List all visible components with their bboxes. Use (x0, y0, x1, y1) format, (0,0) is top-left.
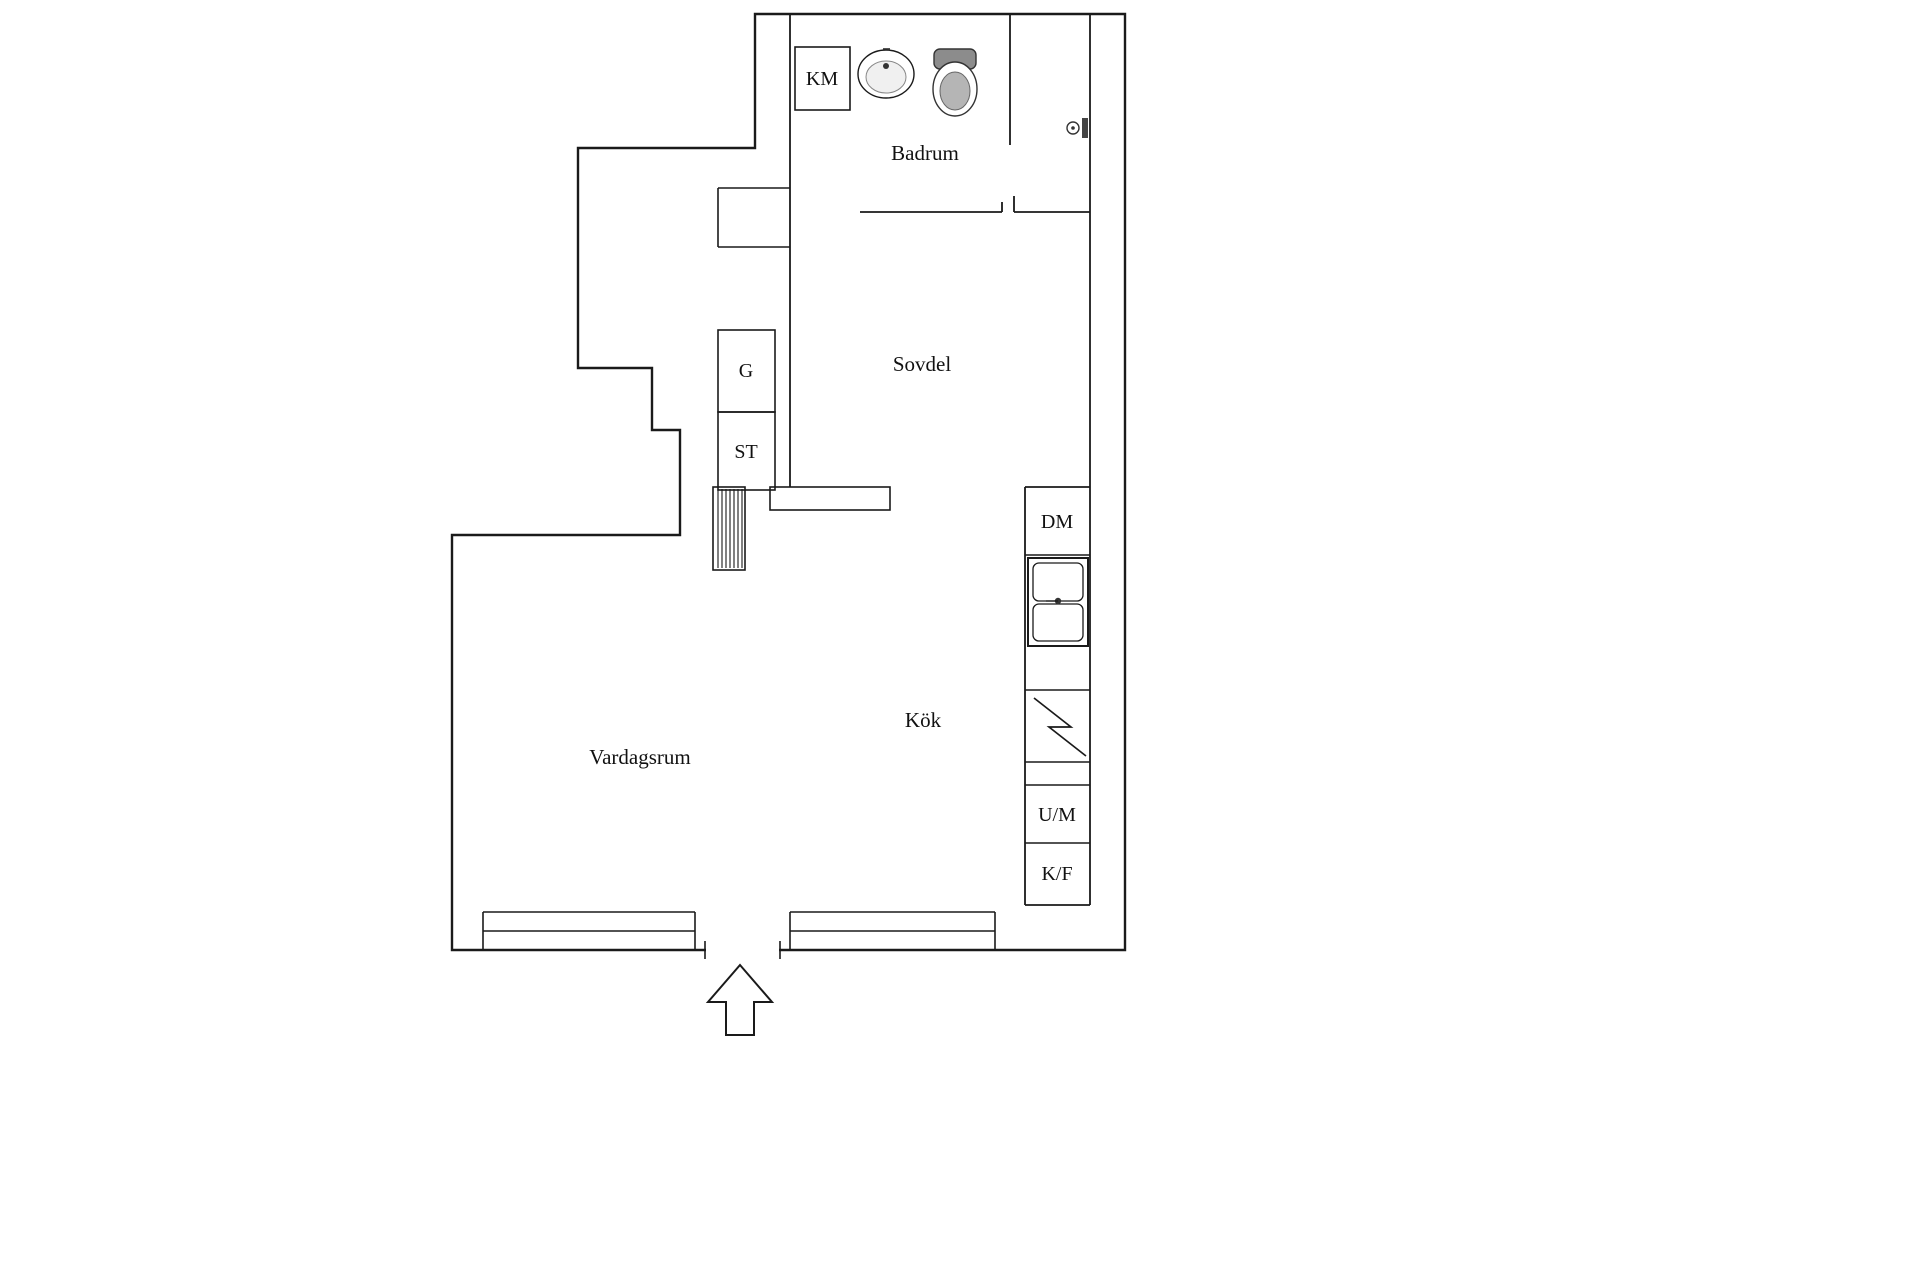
outer-wall (450, 12, 1127, 952)
window-right (789, 911, 996, 950)
kitchen-counter (1024, 486, 1090, 906)
unit-label-um: U/M (1038, 804, 1076, 826)
entrance-arrow-icon (705, 963, 775, 1036)
wardrobe (769, 486, 891, 511)
kitchen-sink-icon (1027, 557, 1089, 647)
bathroom-wall (860, 196, 1090, 213)
toilet-icon (932, 48, 978, 117)
stove-icon (1033, 697, 1087, 757)
room-label-sovdel: Sovdel (893, 352, 952, 376)
unit-label-kf: K/F (1041, 863, 1072, 885)
closet-st (717, 411, 776, 491)
room-label-vardagsrum: Vardagsrum (589, 745, 690, 769)
room-label-badrum: Badrum (891, 141, 959, 165)
interior-walls (717, 14, 1091, 905)
unit-label-km: KM (806, 68, 838, 90)
radiator-icon (712, 486, 746, 571)
entrance-door-jambs (704, 941, 781, 959)
room-label-kok: Kök (905, 708, 942, 732)
washing-machine-box (794, 46, 851, 111)
window-left (482, 911, 696, 950)
unit-label-dm: DM (1041, 511, 1073, 533)
sink-icon (857, 48, 915, 99)
unit-label-g: G (739, 360, 753, 382)
unit-label-st: ST (734, 441, 757, 463)
entrance-opening (706, 944, 779, 956)
shaft (717, 187, 790, 248)
shower-mixer-icon (1066, 118, 1088, 138)
